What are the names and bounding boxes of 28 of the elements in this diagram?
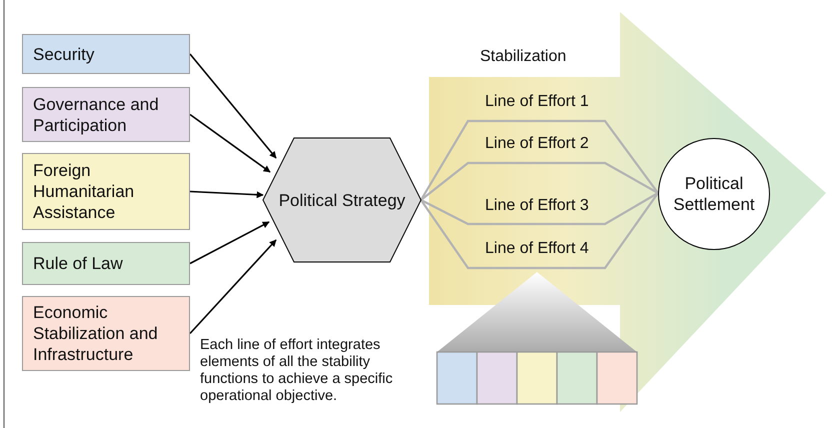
line-of-effort-line <box>420 162 659 201</box>
lane-label: Line of Effort 3 <box>485 197 589 215</box>
function-box <box>22 242 190 285</box>
node-text: Rule of Law <box>33 253 123 274</box>
arrow-title: Stabilization <box>480 48 566 66</box>
arrow <box>190 221 270 264</box>
node-text: Political Settlement <box>672 173 756 215</box>
lane-label: Line of Effort 4 <box>485 240 589 258</box>
arrow <box>189 239 277 334</box>
line-of-effort-line <box>420 120 659 201</box>
arrow <box>190 114 271 173</box>
lane-label: Line of Effort 2 <box>485 135 589 153</box>
line-of-effort-line <box>420 192 659 226</box>
function-box <box>22 296 190 371</box>
note-text: Each line of effort integrates elements of all the stability functions to achieve a specific operational objective. <box>200 337 394 405</box>
function-box <box>22 87 190 142</box>
node-text: Economic Stabilization and Infrastructure <box>33 302 159 365</box>
node-text: Political Strategy <box>278 190 406 210</box>
function-box <box>22 34 190 74</box>
node-text: Foreign Humanitarian Assistance <box>33 160 136 223</box>
function-box <box>22 153 190 230</box>
strategy-hexagon <box>262 137 422 263</box>
arrow <box>190 190 264 198</box>
node-text: Security <box>33 44 94 64</box>
line-of-effort-line <box>420 192 659 270</box>
lane-label: Line of Effort 1 <box>485 93 589 111</box>
node-text: Governance and Participation <box>33 94 160 136</box>
arrow <box>189 54 277 159</box>
